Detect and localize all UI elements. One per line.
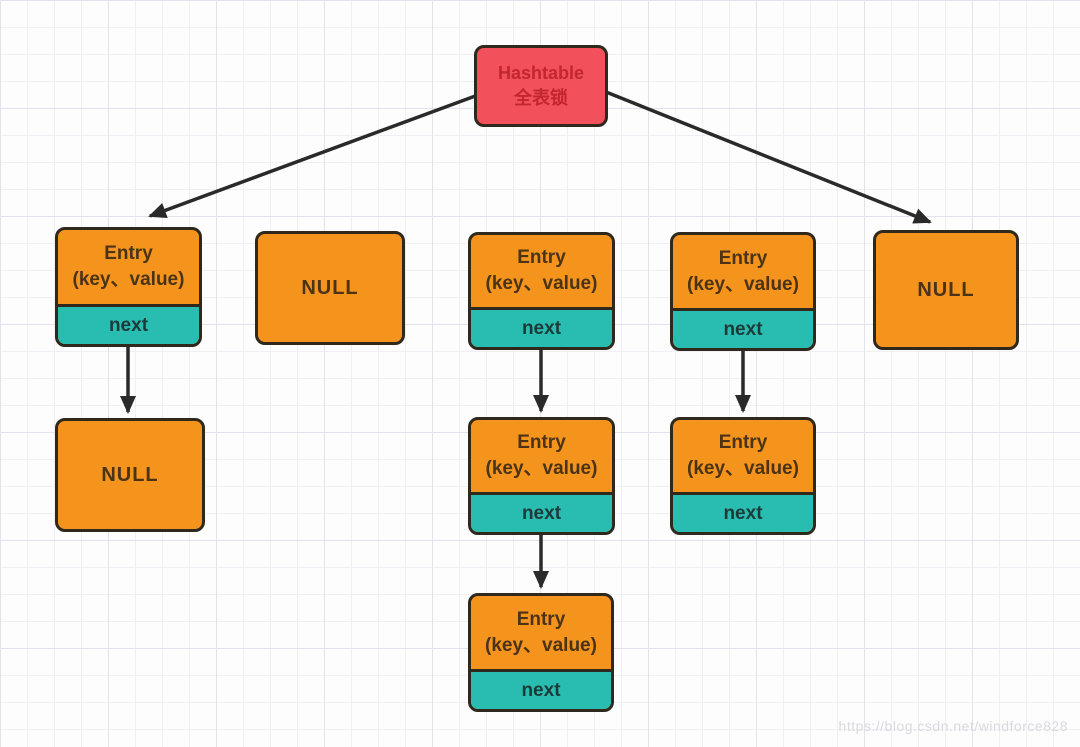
entry-title: Entry <box>104 243 153 264</box>
null-label: NULL <box>917 278 975 301</box>
entry-subtitle: (key、value) <box>687 458 799 479</box>
entry-node-bucket4-2: Entry (key、value) next <box>670 417 816 535</box>
entry-subtitle: (key、value) <box>485 273 598 294</box>
null-node-bucket2: NULL <box>255 231 405 345</box>
entry-node-bucket3-2: Entry (key、value) next <box>468 417 615 535</box>
entry-subtitle: (key、value) <box>72 269 185 290</box>
null-label: NULL <box>101 463 159 486</box>
next-pointer: next <box>58 304 199 344</box>
null-label: NULL <box>301 276 359 299</box>
root-title: Hashtable <box>497 63 585 83</box>
entry-subtitle: (key、value) <box>485 634 597 656</box>
next-pointer: next <box>673 308 813 348</box>
arrow-root-to-bucket5 <box>605 90 932 224</box>
entry-node-bucket1: Entry (key、value) next <box>55 227 202 347</box>
null-node-bucket1-tail: NULL <box>55 418 205 532</box>
entry-title: Entry <box>718 247 768 269</box>
entry-subtitle: (key、value) <box>485 458 598 479</box>
arrow-root-to-bucket1 <box>148 93 479 218</box>
entry-title: Entry <box>516 608 566 630</box>
next-pointer: next <box>471 492 612 532</box>
hashtable-root-node: Hashtable 全表锁 <box>474 45 608 127</box>
root-subtitle: 全表锁 <box>514 88 568 108</box>
entry-title: Entry <box>517 432 566 453</box>
watermark-url: https://blog.csdn.net/windforce828 <box>838 718 1068 734</box>
entry-node-bucket3-1: Entry (key、value) next <box>468 232 615 350</box>
next-pointer: next <box>673 492 813 532</box>
entry-node-bucket4-1: Entry (key、value) next <box>670 232 816 351</box>
null-node-bucket5: NULL <box>873 230 1019 350</box>
next-pointer: next <box>471 669 611 709</box>
next-pointer: next <box>471 307 612 347</box>
entry-subtitle: (key、value) <box>687 273 799 295</box>
entry-title: Entry <box>718 432 768 453</box>
entry-node-bucket3-3: Entry (key、value) next <box>468 593 614 712</box>
entry-title: Entry <box>517 247 566 268</box>
